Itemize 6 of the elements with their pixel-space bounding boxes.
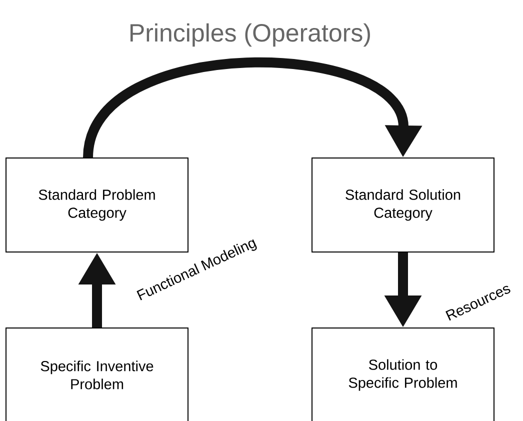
process-box: Standard Problem Category: [6, 158, 188, 252]
process-box: Solution to Specific Problem: [312, 328, 494, 421]
arc-label: Principles (Operators): [127, 22, 373, 48]
arrow: [83, 58, 422, 159]
process-box: Standard Solution Category: [312, 158, 494, 252]
process-box: Specific Inventive Problem: [6, 328, 188, 421]
